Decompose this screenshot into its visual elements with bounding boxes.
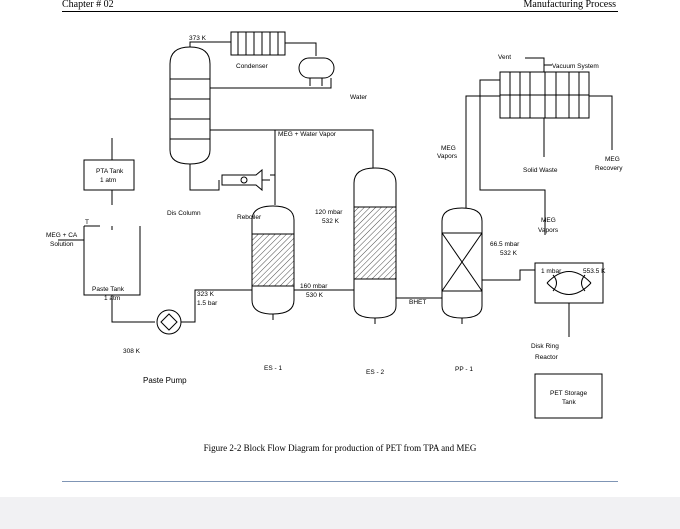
pressure-120-label: 120 mbar	[315, 209, 343, 216]
meg-vapors-label-2b: Vapors	[538, 227, 559, 234]
bhet-label: BHET	[409, 299, 426, 306]
pressure-1mbar-label: 1 mbar	[541, 268, 562, 275]
footer-rule	[62, 481, 618, 482]
meg-vapors-label-2a: MEG	[541, 217, 556, 224]
temp-323-label: 323 K	[197, 291, 215, 298]
solid-waste-label: Solid Waste	[523, 167, 558, 174]
pressure-15-label: 1.5 bar	[197, 300, 218, 307]
meg-recovery-label-a: MEG	[605, 156, 620, 163]
pta-tank-label-b: 1 atm	[100, 177, 116, 184]
vacuum-system-label: Vacuum System	[552, 63, 599, 70]
condenser-label: Condenser	[236, 63, 269, 70]
paste-tank-label-b: 1 atm	[104, 295, 120, 302]
pet-storage-label-a: PET Storage	[550, 390, 587, 397]
prepolymerizer-pp1	[441, 207, 483, 319]
temp-553-label: 553.5 K	[583, 268, 606, 275]
temp-373k-label: 373 K	[189, 35, 207, 42]
meg-ca-label-a: MEG + CA	[46, 232, 78, 239]
meg-water-vapor-label: MEG + Water Vapor	[278, 131, 337, 138]
meg-recovery-label-b: Recovery	[595, 165, 623, 172]
pressure-160-label: 160 mbar	[300, 283, 328, 290]
temp-532b-label: 532 K	[500, 250, 518, 257]
dis-column-label: Dis Column	[167, 210, 201, 217]
chapter-label: Chapter # 02	[62, 0, 114, 10]
vent-label: Vent	[498, 54, 511, 61]
temp-530-label: 530 K	[306, 292, 324, 299]
temp-308-label: 308 K	[123, 348, 141, 355]
es2-label: ES - 2	[366, 369, 384, 376]
page-gap	[0, 497, 680, 529]
t-label: T	[85, 219, 89, 226]
pressure-66-label: 66.5 mbar	[490, 241, 520, 248]
paste-pump	[156, 309, 182, 335]
section-label: Manufacturing Process	[523, 0, 616, 10]
block-flow-diagram: 373 K Condenser Water MEG + Water Vapor …	[46, 31, 623, 419]
paste-tank	[83, 226, 141, 296]
pet-storage-label-b: Tank	[562, 399, 576, 406]
esterifier-es2	[353, 167, 397, 319]
meg-ca-label-b: Solution	[50, 241, 74, 248]
meg-vapors-label-1b: Vapors	[437, 153, 458, 160]
condenser-exchanger	[230, 31, 286, 56]
figure-caption: Figure 2-2 Block Flow Diagram for produc…	[203, 443, 477, 453]
distillation-column	[169, 46, 211, 165]
pta-tank-label-a: PTA Tank	[96, 168, 124, 175]
disk-ring-label-a: Disk Ring	[531, 343, 559, 350]
es1-label: ES - 1	[264, 365, 282, 372]
page-header: Chapter # 02 Manufacturing Process	[62, 0, 618, 12]
reboiler-label: Reboiler	[237, 214, 262, 221]
pp1-label: PP - 1	[455, 366, 473, 373]
esterifier-es1	[251, 205, 295, 315]
paste-pump-label: Paste Pump	[143, 376, 187, 385]
pet-storage-tank	[534, 373, 603, 419]
temp-532a-label: 532 K	[322, 218, 340, 225]
reboiler	[221, 168, 270, 192]
paste-tank-label-a: Paste Tank	[92, 286, 125, 293]
meg-vapors-label-1a: MEG	[441, 145, 456, 152]
water-label: Water	[350, 94, 368, 101]
disk-ring-label-b: Reactor	[535, 354, 559, 361]
vacuum-system	[499, 71, 590, 119]
reflux-drum	[298, 57, 335, 86]
pta-tank	[83, 159, 135, 191]
